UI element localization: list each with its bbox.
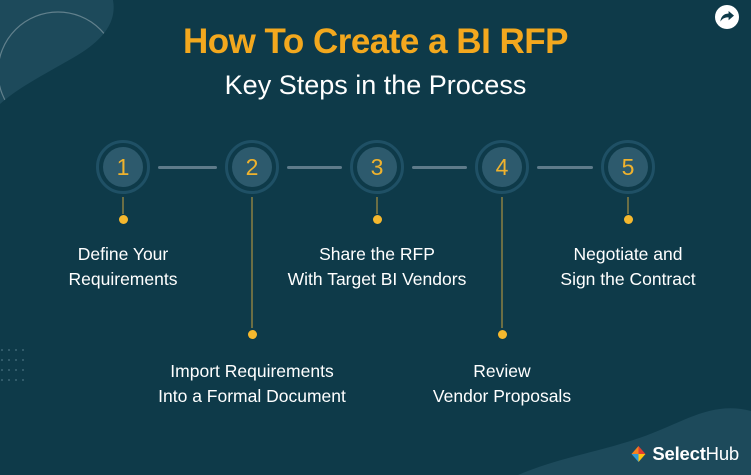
step-stem-2	[251, 197, 253, 328]
step-dot-5	[624, 215, 633, 224]
step-label-line2: Requirements	[68, 269, 178, 289]
step-label-5: Negotiate and Sign the Contract	[508, 242, 748, 292]
selecthub-wordmark: SelectHub	[652, 443, 739, 465]
step-circle-5: 5	[601, 140, 655, 194]
step-dot-2	[248, 330, 257, 339]
step-label-line1: Import Requirements	[170, 361, 334, 381]
step-circle-4: 4	[475, 140, 529, 194]
timeline-connector-1-2	[158, 166, 217, 169]
logo-text-hub: Hub	[705, 443, 740, 464]
step-circle-1: 1	[96, 140, 150, 194]
step-label-line1: Negotiate and	[573, 244, 683, 264]
step-label-line1: Share the RFP	[319, 244, 435, 264]
step-number: 3	[357, 147, 397, 187]
step-label-line2: Sign the Contract	[560, 269, 696, 289]
step-label-2: Import Requirements Into a Formal Docume…	[132, 359, 372, 409]
timeline-connector-3-4	[412, 166, 467, 169]
page-title: How To Create a BI RFP	[182, 22, 569, 61]
step-label-line2: Vendor Proposals	[432, 386, 572, 406]
step-stem-1	[122, 197, 124, 214]
step-circle-2: 2	[225, 140, 279, 194]
step-label-line2: With Target BI Vendors	[287, 269, 467, 289]
step-number: 1	[103, 147, 143, 187]
step-label-line2: Into a Formal Document	[158, 386, 346, 406]
step-dot-1	[119, 215, 128, 224]
step-label-1: Define Your Requirements	[3, 242, 243, 292]
step-number: 2	[232, 147, 272, 187]
share-button[interactable]	[715, 5, 739, 29]
corner-blob-top-left	[0, 0, 114, 104]
logo-text-select: Select	[652, 443, 706, 464]
page-subtitle: Key Steps in the Process	[224, 70, 527, 100]
step-label-3: Share the RFP With Target BI Vendors	[257, 242, 497, 292]
step-dot-3	[373, 215, 382, 224]
step-circle-3: 3	[350, 140, 404, 194]
share-forward-icon	[720, 11, 734, 22]
step-label-4: Review Vendor Proposals	[382, 359, 622, 409]
timeline-connector-4-5	[537, 166, 593, 169]
selecthub-logo[interactable]: SelectHub	[630, 443, 739, 465]
selecthub-cube-icon	[631, 446, 646, 462]
step-number: 4	[482, 147, 522, 187]
step-number: 5	[608, 147, 648, 187]
step-stem-4	[501, 197, 503, 328]
decorative-dots-pattern	[1, 349, 24, 381]
step-dot-4	[498, 330, 507, 339]
step-stem-3	[376, 197, 378, 214]
step-stem-5	[627, 197, 629, 214]
step-label-line1: Define Your	[77, 244, 169, 264]
step-label-line1: Review	[473, 361, 531, 381]
timeline-connector-2-3	[287, 166, 342, 169]
